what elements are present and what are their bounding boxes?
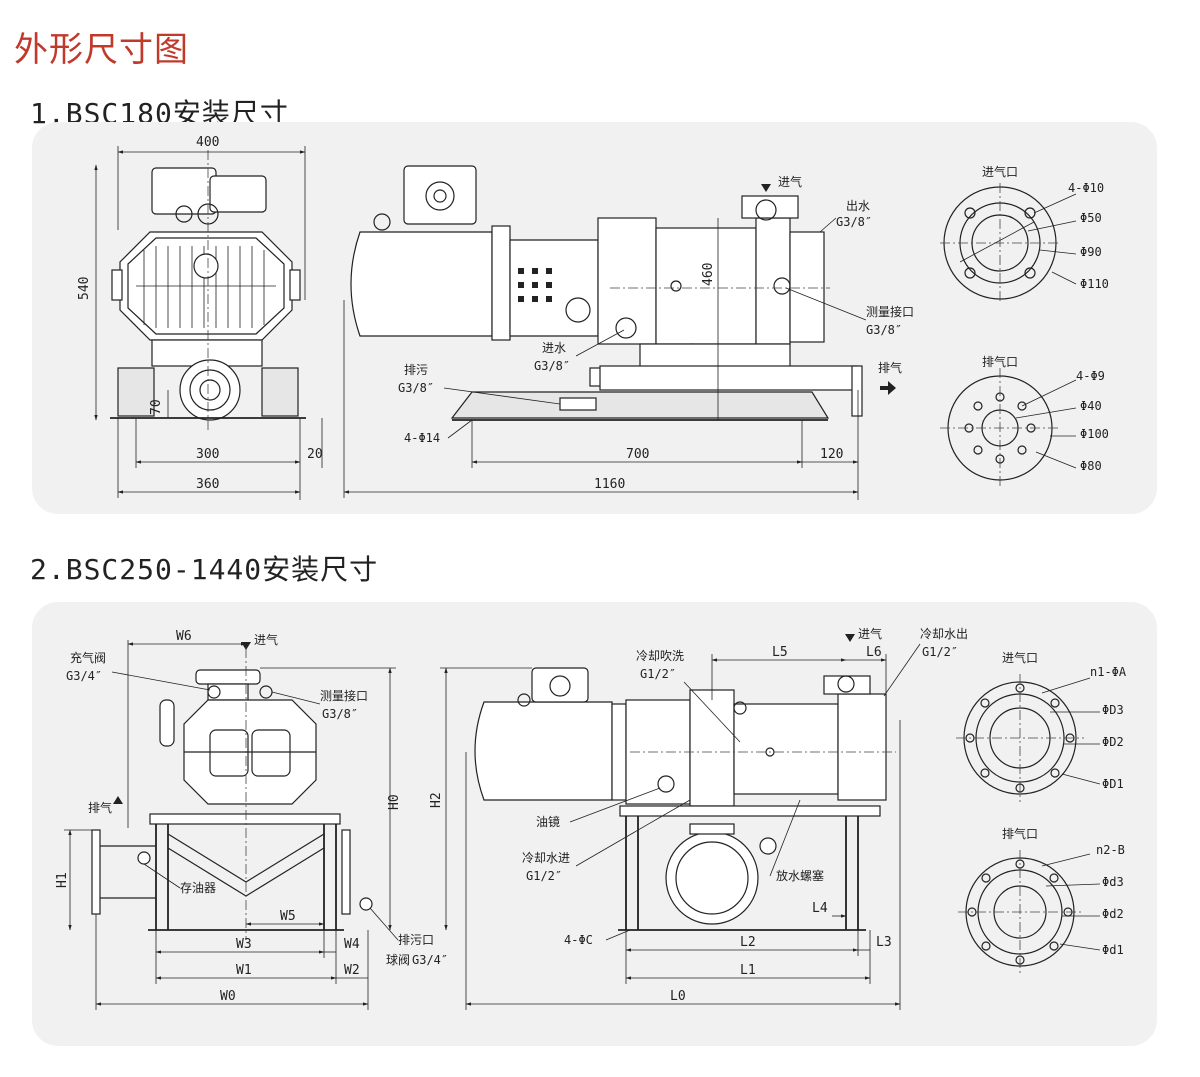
s2-front-view: 进气 W6 充气阀 G3/4″ 测量接口 G3/8″ 排气 H0 H1 存油器 … <box>55 629 448 1010</box>
s2-dim-l0: L0 <box>670 989 686 1004</box>
s1-inlet-flange-title: 进气口 <box>982 164 1018 179</box>
s2-inlet-flange: 进气口 n1-ΦA ΦD3 ΦD2 ΦD1 <box>956 650 1127 802</box>
s1-label-measure: 测量接口 <box>866 304 914 319</box>
s1-label-measure-thread: G3/8″ <box>866 323 902 337</box>
s2-exhaust-holes: n2-B <box>1096 843 1125 857</box>
s2-dim-w3: W3 <box>236 937 252 952</box>
s2-inlet-d2: ΦD2 <box>1102 735 1124 749</box>
s2-exhaust-flange-title: 排气口 <box>1002 826 1038 841</box>
s2-dim-l2: L2 <box>740 935 756 950</box>
s2-label-cooling-blow: 冷却吹洗 <box>636 649 684 663</box>
s1-inlet-d3: Φ110 <box>1080 277 1109 291</box>
s2-dim-l3: L3 <box>876 935 892 950</box>
s1-label-inlet: 进气 <box>778 174 802 189</box>
s2-exhaust-d1: Φd3 <box>1102 875 1124 889</box>
s1-label-drain: 排污 <box>404 363 428 377</box>
s2-inlet-d3: ΦD1 <box>1102 777 1124 791</box>
s2-dim-h2: H2 <box>429 792 444 808</box>
s1-inlet-flange: 进气口 4-Φ10 Φ50 Φ90 Φ110 <box>940 164 1109 303</box>
s2-label-drain-plug: 放水螺塞 <box>776 868 824 883</box>
s1-label-drain-thread: G3/8″ <box>398 381 434 395</box>
s1-label-water-out-thread: G3/8″ <box>836 215 872 229</box>
s1-exhaust-flange: 排气口 4-Φ9 Φ40 Φ100 Φ80 <box>940 354 1109 488</box>
s1-label-holes: 4-Φ14 <box>404 431 440 445</box>
s2-dim-l4: L4 <box>812 901 828 916</box>
s2-dim-w4: W4 <box>344 937 360 952</box>
s1-dim-540: 540 <box>77 277 92 300</box>
s2-label-fill-valve-thread: G3/4″ <box>66 669 102 683</box>
s1-dim-360: 360 <box>196 477 219 492</box>
s1-dim-460: 460 <box>701 263 716 286</box>
s2-front-inlet: 进气 <box>254 632 278 647</box>
s2-label-water-out: 冷却水出 <box>920 627 968 641</box>
s2-label-water-out-thread: G1/2″ <box>922 645 958 659</box>
s2-label-water-in: 冷却水进 <box>522 851 570 865</box>
s2-label-oil-tank: 存油器 <box>180 881 216 895</box>
s2-dim-l5: L5 <box>772 645 788 660</box>
s1-dim-400: 400 <box>196 135 219 150</box>
s1-dim-70: 70 <box>149 399 164 415</box>
s1-label-water-in: 进水 <box>542 341 566 355</box>
s2-dim-w6: W6 <box>176 629 192 644</box>
s2-dim-h1: H1 <box>55 872 70 888</box>
s1-dim-300: 300 <box>196 447 219 462</box>
s2-dim-w1: W1 <box>236 963 252 978</box>
s1-exhaust-d3: Φ80 <box>1080 459 1102 473</box>
s1-inlet-d2: Φ90 <box>1080 245 1102 259</box>
s1-inlet-d1: Φ50 <box>1080 211 1102 225</box>
s1-dim-20: 20 <box>307 447 323 462</box>
s1-exhaust-d1: Φ40 <box>1080 399 1102 413</box>
s1-label-exhaust: 排气 <box>878 360 902 375</box>
s1-label-water-out: 出水 <box>846 199 870 213</box>
s2-dim-l6: L6 <box>866 645 882 660</box>
s2-label-cooling-blow-thread: G1/2″ <box>640 667 676 681</box>
s2-label-measure: 测量接口 <box>320 688 368 703</box>
page-title: 外形尺寸图 <box>14 30 189 70</box>
s2-label-holes: 4-ΦC <box>564 933 593 947</box>
s2-dim-w5: W5 <box>280 909 296 924</box>
s1-exhaust-flange-title: 排气口 <box>982 354 1018 369</box>
s1-exhaust-d2: Φ100 <box>1080 427 1109 441</box>
s2-label-measure-thread: G3/8″ <box>322 707 358 721</box>
s2-label-drain-port: 排污口 <box>398 933 434 947</box>
s2-exhaust-flange: 排气口 n2-B Φd3 Φd2 Φd1 <box>958 826 1125 974</box>
s2-dim-w0: W0 <box>220 989 236 1004</box>
s2-side-view: 冷却吹洗 G1/2″ L5 进气 L6 冷却水出 G1/2″ H2 油镜 冷却水… <box>429 626 968 1010</box>
s2-inlet-d1: ΦD3 <box>1102 703 1124 717</box>
s2-dim-l1: L1 <box>740 963 756 978</box>
s2-label-fill-valve: 充气阀 <box>70 650 106 665</box>
s2-label-exhaust: 排气 <box>88 800 112 815</box>
s2-label-ball-valve-thread: G3/4″ <box>412 953 448 967</box>
s2-side-inlet: 进气 <box>858 626 882 641</box>
s2-dim-w2: W2 <box>344 963 360 978</box>
s2-inlet-flange-title: 进气口 <box>1002 650 1038 665</box>
s2-label-water-in-thread: G1/2″ <box>526 869 562 883</box>
s2-exhaust-d2: Φd2 <box>1102 907 1124 921</box>
s1-dim-1160: 1160 <box>594 477 625 492</box>
s2-label-oil-mirror: 油镜 <box>536 814 560 829</box>
s2-inlet-holes: n1-ΦA <box>1090 665 1127 679</box>
s2-label-ball-valve: 球阀 <box>386 953 410 967</box>
s1-front-view: 400 540 70 300 20 360 <box>77 135 323 500</box>
s1-dim-120: 120 <box>820 447 843 462</box>
s2-exhaust-d3: Φd1 <box>1102 943 1124 957</box>
s1-label-water-in-thread: G3/8″ <box>534 359 570 373</box>
s1-exhaust-holes: 4-Φ9 <box>1076 369 1105 383</box>
s1-dim-700: 700 <box>626 447 649 462</box>
s1-side-view: 进气 出水 G3/8″ 460 测量接口 G3/8″ 进水 G3/8″ 排污 G… <box>343 165 914 500</box>
s2-dim-h0: H0 <box>387 794 402 810</box>
s1-inlet-holes: 4-Φ10 <box>1068 181 1104 195</box>
section2-heading: 2.BSC250-1440安装尺寸 <box>30 553 379 586</box>
